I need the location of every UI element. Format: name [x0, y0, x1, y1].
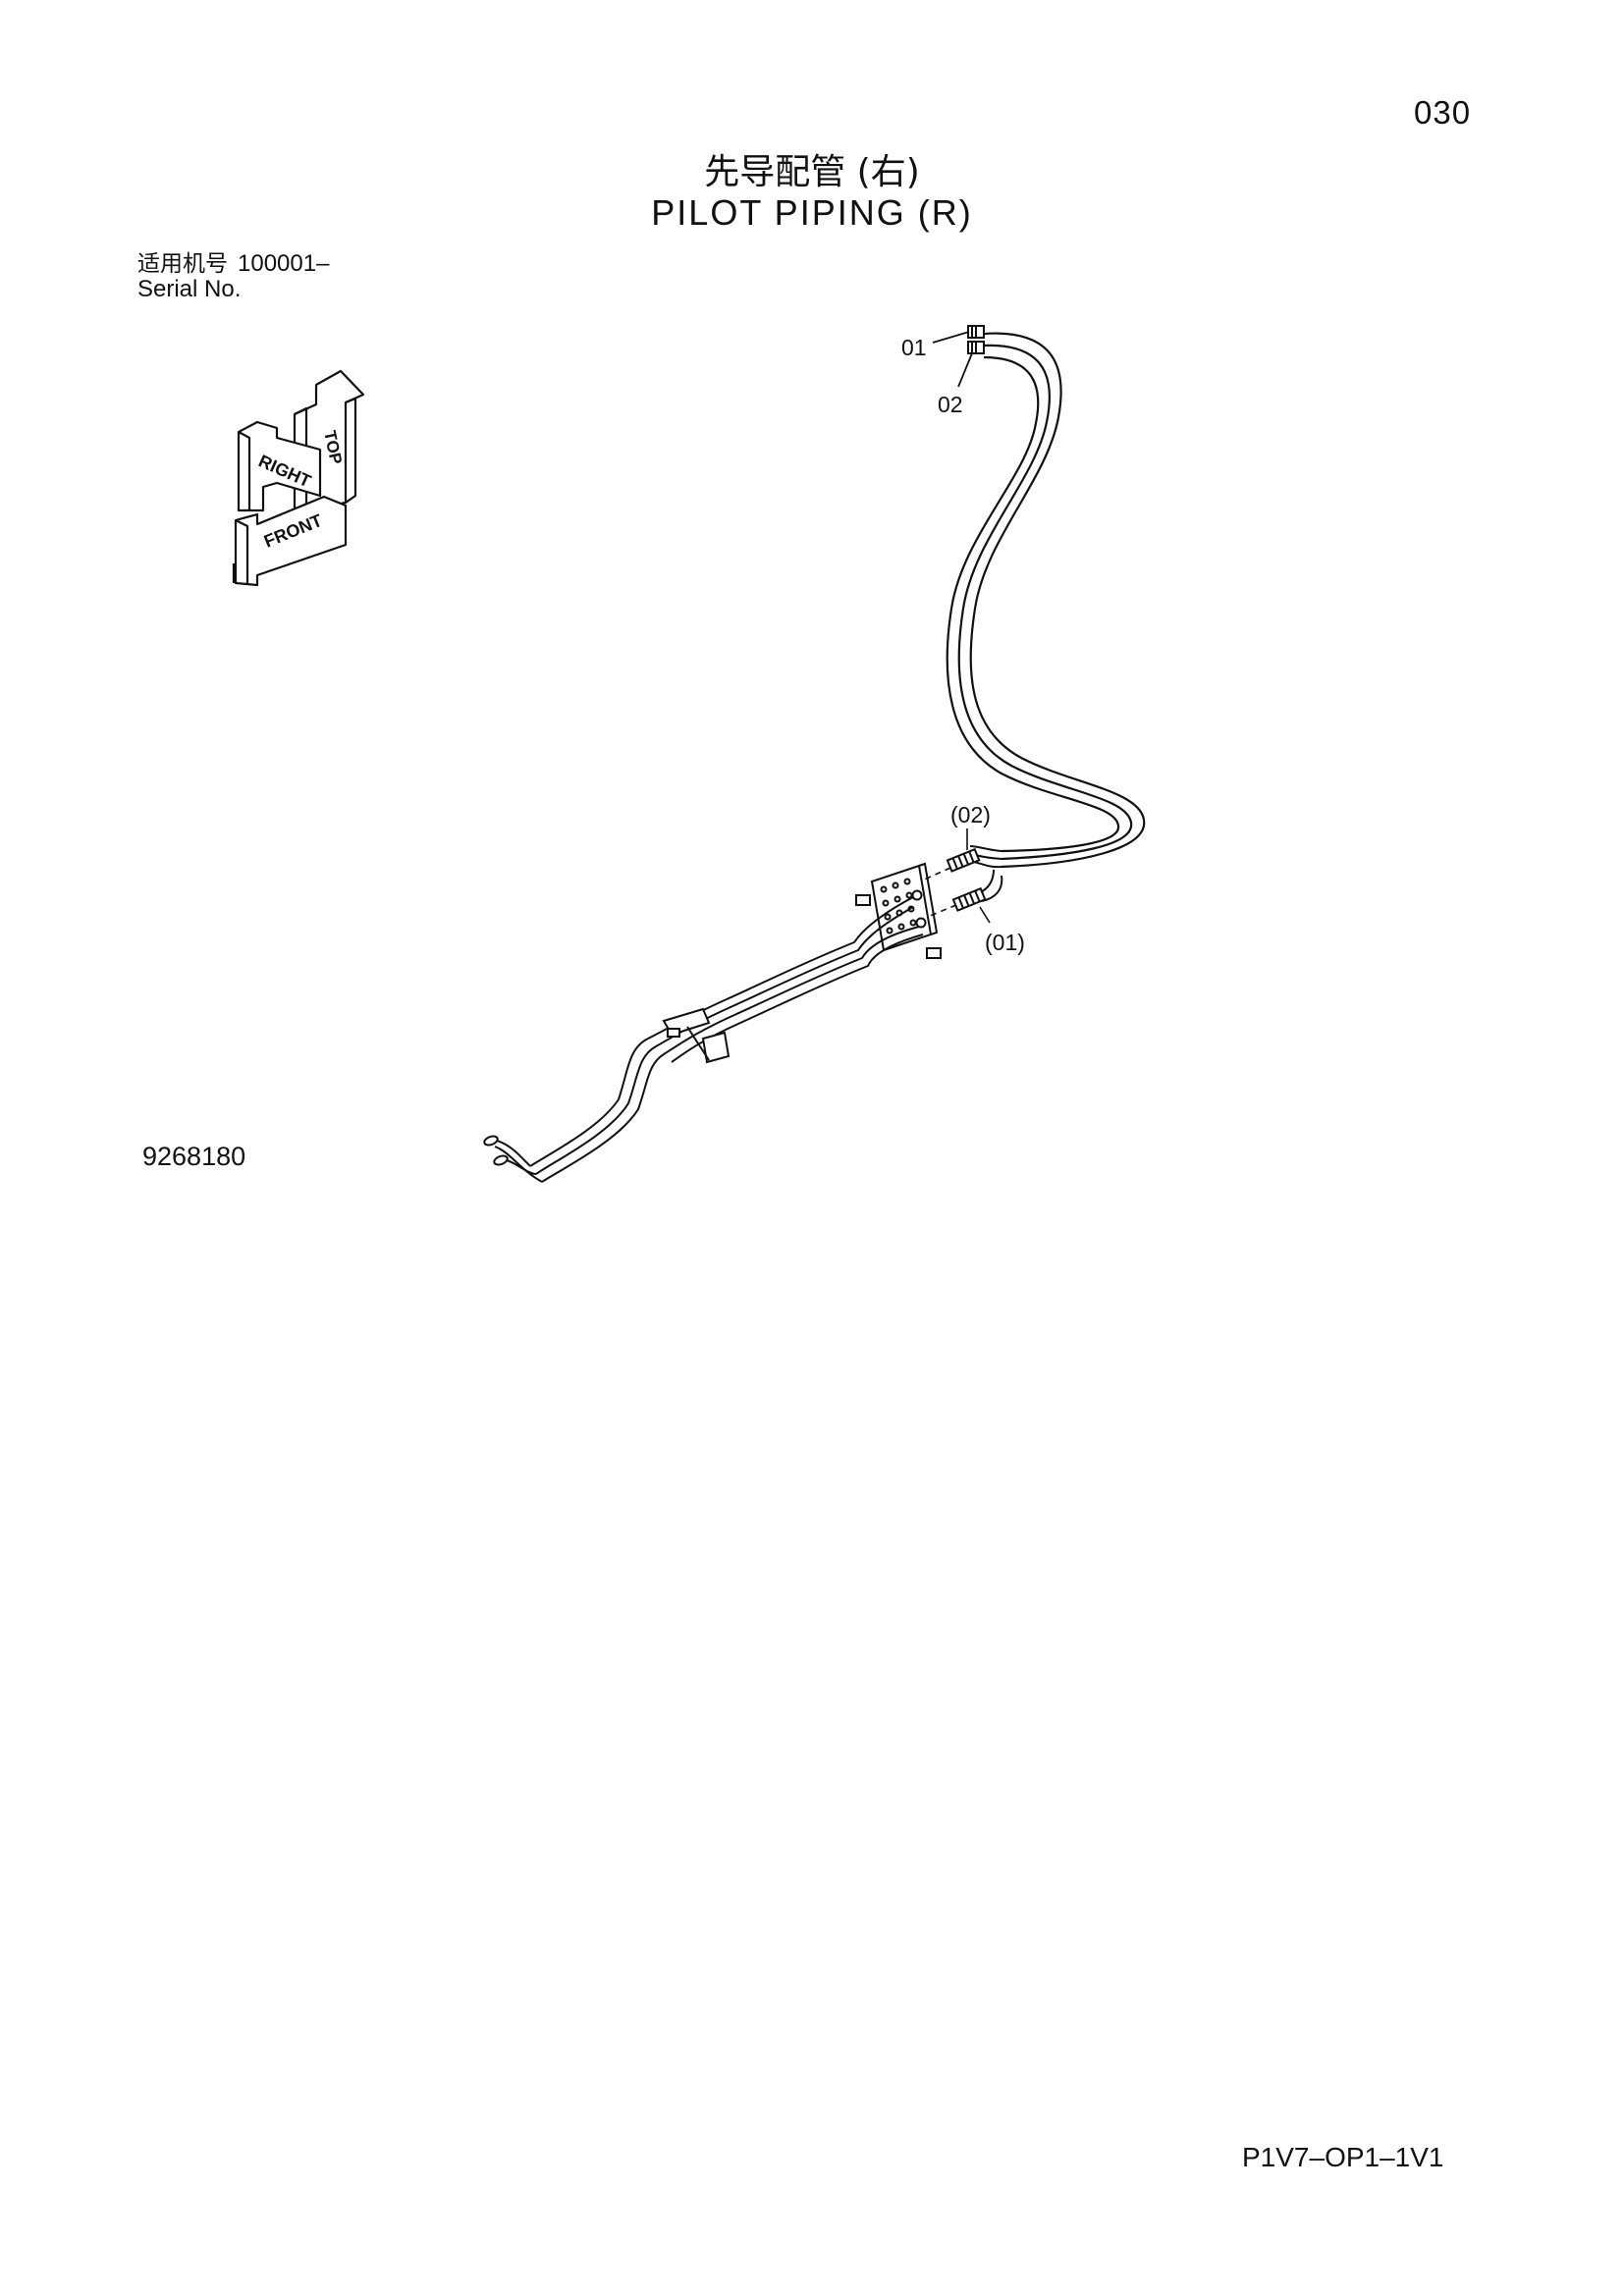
- orientation-icon: TOP RIGHT FRONT: [232, 369, 365, 587]
- callout-01: 01: [901, 335, 927, 360]
- right-arrow-icon: RIGHT: [237, 420, 322, 512]
- callout-02: 02: [938, 392, 963, 417]
- serial-label-english: Serial No.: [137, 276, 242, 302]
- page-number: 030: [1414, 94, 1472, 131]
- callouts-top: [932, 331, 973, 388]
- callout-02-lower: (02): [950, 802, 991, 828]
- pipe-clamp: [662, 1007, 731, 1064]
- fitting-02-lower-icon: [946, 847, 981, 873]
- page-title-english: PILOT PIPING (R): [651, 192, 973, 233]
- serial-label-chinese: 适用机号: [137, 251, 228, 277]
- front-arrow-icon: FRONT: [234, 495, 348, 587]
- drawing-number: 9268180: [142, 1142, 246, 1171]
- serial-number-block: 适用机号 100001– Serial No.: [137, 251, 329, 301]
- document-code: P1V7–OP1–1V1: [1242, 2142, 1444, 2172]
- upper-fittings: [967, 325, 985, 354]
- lower-fittings: [946, 847, 987, 912]
- pipe-ends: [483, 1135, 543, 1183]
- page-title-chinese: 先导配管 (右): [704, 152, 920, 192]
- callouts-lower: [966, 828, 991, 924]
- callout-01-lower: (01): [985, 930, 1025, 955]
- hose-upper-loop: [946, 332, 1146, 869]
- serial-row-chinese: 适用机号 100001–: [137, 251, 329, 277]
- serial-range: 100001–: [238, 250, 330, 277]
- mounting-plate: [855, 862, 942, 959]
